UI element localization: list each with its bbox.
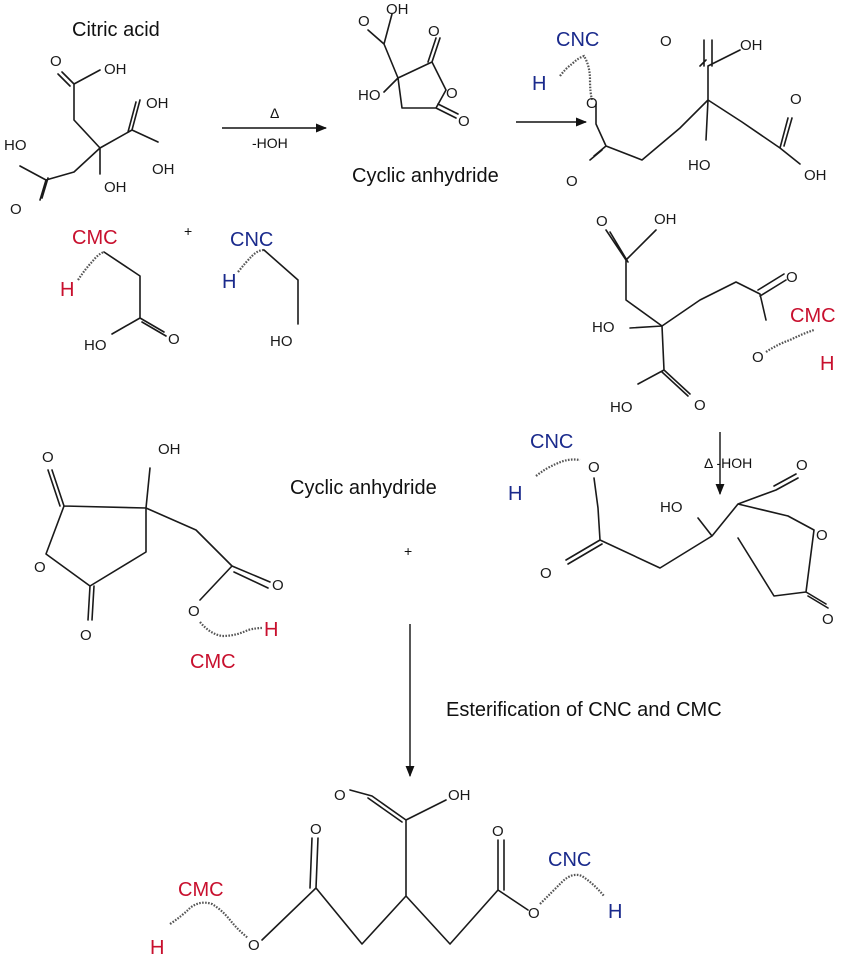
- cyclic-anhydride-structure-1: O OH O O O HO Cyclic anhydride: [352, 1, 499, 187]
- hydrogen-label: H: [150, 937, 164, 959]
- plus-sign: +: [184, 223, 192, 239]
- hydrogen-label: H: [222, 271, 236, 293]
- hydrogen-label: H: [264, 619, 278, 641]
- atom-o: O: [528, 905, 540, 922]
- atom-o: O: [334, 787, 346, 804]
- cmc-ester-structure: OH O O HO HO O O CMC H: [592, 211, 836, 416]
- cmc-label: CMC: [72, 227, 118, 249]
- water-loss-label: -HOH: [252, 135, 288, 151]
- atom-o: O: [790, 91, 802, 108]
- citric-acid-structure: Citric acid O OH OH OH OH HO O: [4, 19, 175, 218]
- atom-ho: HO: [270, 333, 293, 350]
- atom-o: O: [34, 559, 46, 576]
- atom-oh: OH: [386, 1, 409, 18]
- atom-o: O: [588, 459, 600, 476]
- hydrogen-label: H: [532, 73, 546, 95]
- cyclic-anhydride-label-2: Cyclic anhydride: [290, 477, 437, 499]
- atom-o: O: [168, 331, 180, 348]
- atom-o: O: [428, 23, 440, 40]
- esterification-label: Esterification of CNC and CMC: [446, 699, 722, 721]
- cyclic-anhydride-label-1: Cyclic anhydride: [352, 165, 499, 187]
- atom-o: O: [80, 627, 92, 644]
- citric-acid-label: Citric acid: [72, 19, 160, 41]
- atom-o: O: [786, 269, 798, 286]
- arrow-dehydration-2: Δ -HOH: [704, 432, 752, 496]
- cmc-label: CMC: [790, 305, 836, 327]
- atom-o: O: [272, 577, 284, 594]
- atom-oh: OH: [740, 37, 763, 54]
- atom-ho: HO: [610, 399, 633, 416]
- atom-o: O: [796, 457, 808, 474]
- atom-o: O: [816, 527, 828, 544]
- atom-o: O: [596, 213, 608, 230]
- atom-oh: OH: [448, 787, 471, 804]
- cmc-reactant-structure: CMC H HO O: [60, 227, 180, 354]
- cnc-ester-structure: CNC H O O OH O OH HO O: [532, 29, 827, 190]
- hydrogen-label: H: [60, 279, 74, 301]
- atom-o: O: [446, 85, 458, 102]
- atom-o: O: [248, 937, 260, 954]
- atom-ho: HO: [358, 87, 381, 104]
- atom-o: O: [458, 113, 470, 130]
- cnc-label: CNC: [530, 431, 573, 453]
- atom-o: O: [42, 449, 54, 466]
- cnc-reactant-structure: CNC H HO: [222, 229, 299, 350]
- atom-oh: OH: [146, 95, 169, 112]
- cnc-cyclic-anhydride-structure: CNC H O HO O O O O: [508, 431, 834, 628]
- cmc-label: CMC: [190, 651, 236, 673]
- atom-ho: HO: [84, 337, 107, 354]
- atom-o: O: [566, 173, 578, 190]
- atom-o: O: [50, 53, 62, 70]
- crosslinked-product-structure: O O OH O O O CMC H CNC H: [150, 787, 622, 959]
- atom-o: O: [492, 823, 504, 840]
- hydrogen-label: H: [508, 483, 522, 505]
- arrow-dehydration-1: Δ -HOH: [222, 105, 328, 151]
- atom-o: O: [586, 95, 598, 112]
- atom-o: O: [694, 397, 706, 414]
- atom-o: O: [540, 565, 552, 582]
- atom-oh: OH: [158, 441, 181, 458]
- atom-o: O: [752, 349, 764, 366]
- hydrogen-label: H: [820, 353, 834, 375]
- atom-ho: HO: [688, 157, 711, 174]
- cmc-label: CMC: [178, 879, 224, 901]
- cnc-label: CNC: [556, 29, 599, 51]
- atom-o: O: [188, 603, 200, 620]
- atom-o: O: [310, 821, 322, 838]
- atom-oh: OH: [152, 161, 175, 178]
- atom-oh: OH: [104, 61, 127, 78]
- atom-o: O: [10, 201, 22, 218]
- cnc-label: CNC: [548, 849, 591, 871]
- atom-o: O: [822, 611, 834, 628]
- atom-oh: OH: [104, 179, 127, 196]
- cnc-label: CNC: [230, 229, 273, 251]
- atom-oh: OH: [654, 211, 677, 228]
- plus-sign: +: [404, 543, 412, 559]
- atom-o: O: [358, 13, 370, 30]
- atom-ho: HO: [592, 319, 615, 336]
- heat-water-label: Δ -HOH: [704, 455, 752, 471]
- atom-o: O: [660, 33, 672, 50]
- atom-oh: OH: [804, 167, 827, 184]
- atom-ho: HO: [660, 499, 683, 516]
- atom-ho: HO: [4, 137, 27, 154]
- heat-label: Δ: [270, 105, 279, 121]
- cmc-cyclic-anhydride-structure: OH O O O O O H CMC: [34, 441, 284, 673]
- hydrogen-label: H: [608, 901, 622, 923]
